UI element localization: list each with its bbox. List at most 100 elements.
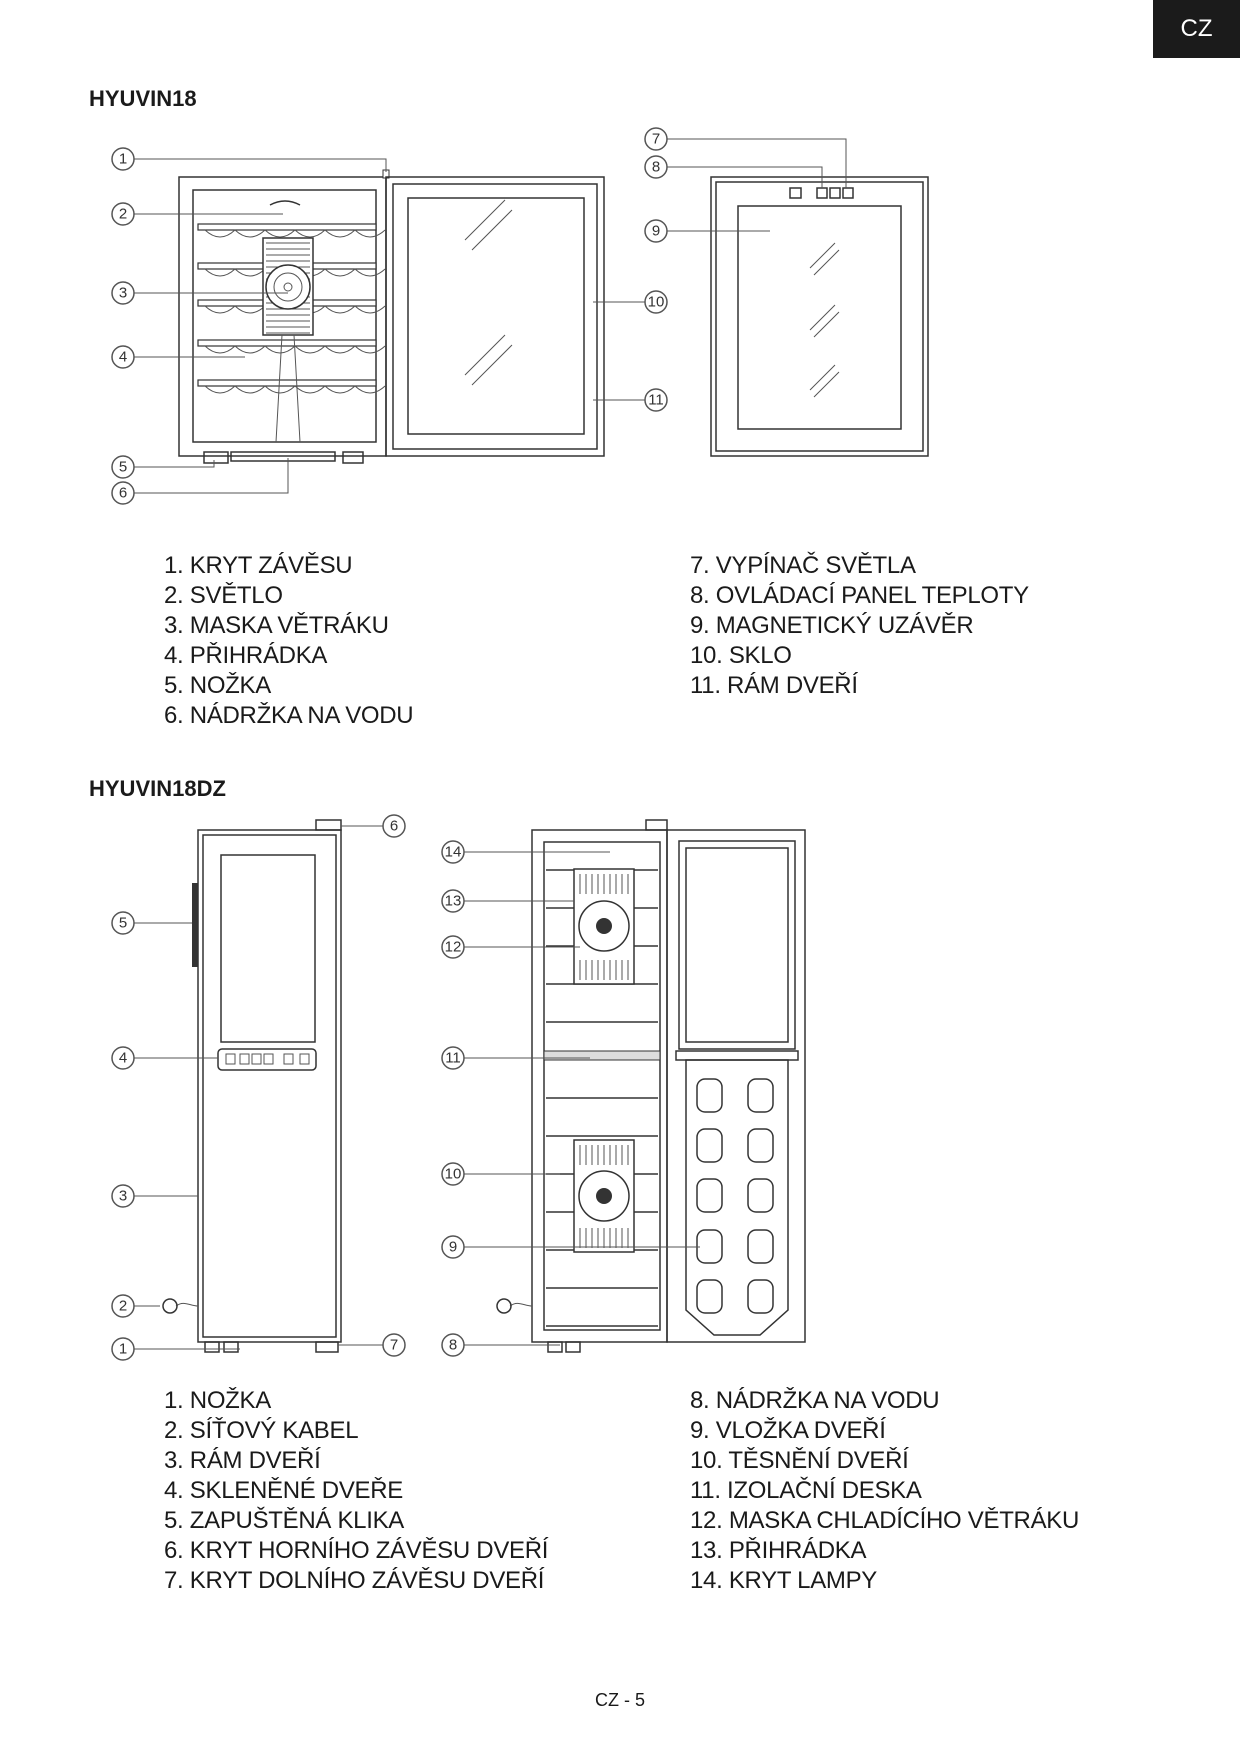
callout-marker: 6 xyxy=(382,814,406,838)
door-liner xyxy=(685,1059,789,1336)
callout-marker: 11 xyxy=(441,1046,465,1070)
callout-number: 10 xyxy=(648,294,665,311)
callout-number: 5 xyxy=(119,915,127,932)
part-item: 8. OVLÁDACÍ PANEL TEPLOTY xyxy=(690,582,1029,609)
foot-right xyxy=(342,451,364,464)
part-item: 5. NOŽKA xyxy=(164,672,271,699)
light xyxy=(269,200,301,206)
bottle-slot xyxy=(696,1128,723,1163)
control-button xyxy=(263,1053,274,1065)
power-plug xyxy=(496,1298,512,1314)
water-tray xyxy=(230,451,336,462)
part-item: 5. ZAPUŠTĚNÁ KLIKA xyxy=(164,1507,405,1534)
shelf xyxy=(197,339,377,347)
part-item: 3. MASKA VĚTRÁKU xyxy=(164,612,389,639)
callout-marker: 3 xyxy=(111,1184,135,1208)
bottle-slot xyxy=(747,1178,774,1213)
callout-number: 13 xyxy=(445,893,462,910)
part-item: 12. MASKA CHLADÍCÍHO VĚTRÁKU xyxy=(690,1507,1080,1534)
callout-number: 6 xyxy=(390,818,398,835)
callout-number: 10 xyxy=(445,1166,462,1183)
callout-marker: 10 xyxy=(441,1162,465,1186)
callout-marker: 5 xyxy=(111,911,135,935)
part-item: 6. NÁDRŽKA NA VODU xyxy=(164,702,414,729)
callout-number: 12 xyxy=(445,939,462,956)
part-item: 6. KRYT HORNÍHO ZÁVĚSU DVEŘÍ xyxy=(164,1537,549,1564)
part-item: 2. SÍŤOVÝ KABEL xyxy=(164,1417,359,1444)
bottle-slot xyxy=(747,1279,774,1314)
callout-marker: 3 xyxy=(111,281,135,305)
callout-marker: 4 xyxy=(111,345,135,369)
bottle-slot xyxy=(696,1078,723,1113)
callout-number: 1 xyxy=(119,151,127,168)
control-button xyxy=(299,1053,310,1065)
part-item: 10. SKLO xyxy=(690,642,792,669)
callout-marker: 14 xyxy=(441,840,465,864)
shelf xyxy=(197,379,377,387)
callout-number: 7 xyxy=(652,131,660,148)
callout-marker: 7 xyxy=(382,1333,406,1357)
parts-list-1-right: 7. VYPÍNAČ SVĚTLA 8. OVLÁDACÍ PANEL TEPLO… xyxy=(690,551,1029,701)
callout-marker: 4 xyxy=(111,1046,135,1070)
callout-number: 4 xyxy=(119,1050,127,1067)
bottle-slot xyxy=(696,1178,723,1213)
bottom-hinge-cover xyxy=(315,1341,339,1353)
callout-marker: 8 xyxy=(644,155,668,179)
part-item: 13. PŘIHRÁDKA xyxy=(690,1537,867,1564)
glass-door xyxy=(220,854,316,1043)
bottle-slot xyxy=(696,1279,723,1314)
part-item: 4. SKLENĚNÉ DVEŘE xyxy=(164,1477,403,1504)
callout-number: 1 xyxy=(119,1341,127,1358)
foot-left xyxy=(203,451,229,464)
callout-marker: 2 xyxy=(111,1294,135,1318)
model-title-hyuvin18dz: HYUVIN18DZ xyxy=(89,776,226,801)
callout-marker: 9 xyxy=(644,219,668,243)
part-item: 7. KRYT DOLNÍHO ZÁVĚSU DVEŘÍ xyxy=(164,1567,545,1594)
callout-number: 2 xyxy=(119,1298,127,1315)
callout-number: 3 xyxy=(119,1188,127,1205)
part-item: 7. VYPÍNAČ SVĚTLA xyxy=(690,552,916,579)
control-panel xyxy=(217,1048,317,1071)
callout-number: 7 xyxy=(390,1337,398,1354)
bottle-slot xyxy=(747,1229,774,1264)
power-plug xyxy=(162,1298,178,1314)
insulation-board xyxy=(543,1050,661,1061)
callout-number: 14 xyxy=(445,844,462,861)
recessed-handle xyxy=(192,883,198,967)
page-number: CZ - 5 xyxy=(594,1690,645,1710)
part-item: 14. KRYT LAMPY xyxy=(690,1567,878,1594)
part-item: 4. PŘIHRÁDKA xyxy=(164,642,328,669)
fan-icon xyxy=(265,264,311,310)
part-item: 9. VLOŽKA DVEŘÍ xyxy=(690,1417,886,1444)
part-item: 10. TĚSNĚNÍ DVEŘÍ xyxy=(690,1447,909,1474)
callout-marker: 12 xyxy=(441,935,465,959)
bottle-slot xyxy=(747,1078,774,1113)
control-button xyxy=(225,1053,236,1065)
callout-marker: 8 xyxy=(441,1333,465,1357)
callout-number: 11 xyxy=(648,392,664,409)
control-button xyxy=(251,1053,262,1065)
callout-number: 8 xyxy=(652,159,660,176)
callout-marker: 1 xyxy=(111,147,135,171)
callout-marker: 7 xyxy=(644,127,668,151)
model-title-hyuvin18: HYUVIN18 xyxy=(89,86,197,111)
door-open xyxy=(385,176,605,457)
callout-number: 9 xyxy=(449,1239,457,1256)
top-hinge-cover xyxy=(315,819,342,831)
part-item: 11. IZOLAČNÍ DESKA xyxy=(690,1477,922,1504)
callout-number: 9 xyxy=(652,223,660,240)
cabinet-closed xyxy=(162,819,342,1353)
control-button xyxy=(283,1053,294,1065)
callout-marker: 10 xyxy=(644,290,668,314)
shelf xyxy=(197,223,377,231)
callout-number: 2 xyxy=(119,206,127,223)
part-item: 2. SVĚTLO xyxy=(164,582,283,609)
callout-number: 4 xyxy=(119,349,127,366)
door-open-inner xyxy=(666,829,806,1343)
cabinet-open xyxy=(496,819,668,1353)
part-item: 1. KRYT ZÁVĚSU xyxy=(164,552,353,579)
control-button xyxy=(239,1053,250,1065)
